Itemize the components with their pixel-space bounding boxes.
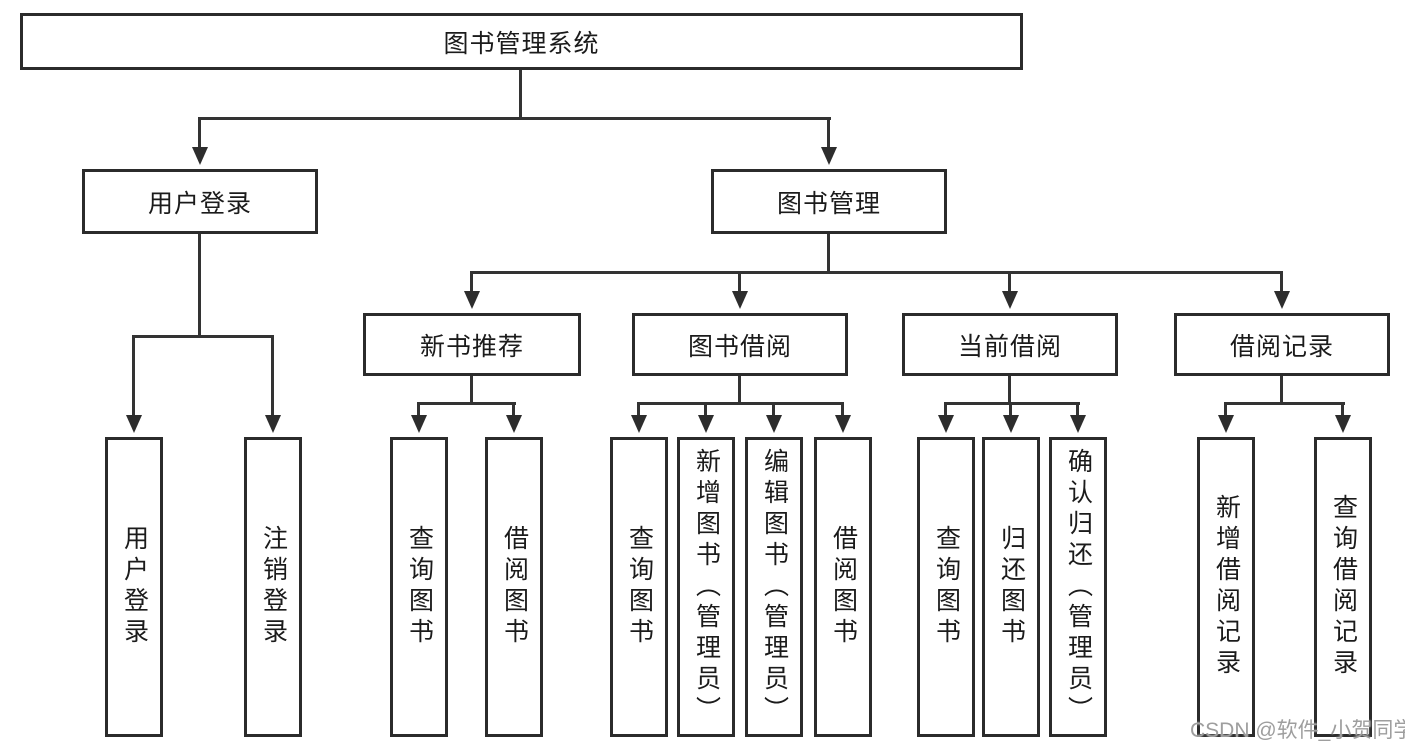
connector-current-borrow-stem xyxy=(1008,376,1011,404)
leaf-confirm-return-admin: 确认归还（管理员） xyxy=(1049,437,1107,737)
leaf-borrow-books: 借阅图书 xyxy=(814,437,872,737)
connector-to-leaf xyxy=(132,335,135,417)
connector-to-leaf xyxy=(1341,402,1344,417)
connector-to-leaf xyxy=(1009,402,1012,417)
leaf-add-borrow-record: 新增借阅记录 xyxy=(1197,437,1255,737)
connector-book-mgmt-bar xyxy=(470,271,1282,274)
leaf-query-books-borrow: 查询图书 xyxy=(610,437,668,737)
connector-to-leaf xyxy=(637,402,640,417)
leaf-edit-books-admin: 编辑图书（管理员） xyxy=(745,437,803,737)
arrow-down-icon xyxy=(732,291,748,309)
connector-book-borrow-bar xyxy=(637,402,844,405)
node-book-borrow: 图书借阅 xyxy=(632,313,848,376)
arrow-down-icon xyxy=(1003,415,1019,433)
connector-to-module xyxy=(738,271,741,293)
arrow-down-icon xyxy=(265,415,281,433)
arrow-down-icon xyxy=(411,415,427,433)
node-new-book-recommend: 新书推荐 xyxy=(363,313,581,376)
connector-to-module xyxy=(470,271,473,293)
connector-to-leaf xyxy=(944,402,947,417)
connector-to-leaf xyxy=(1076,402,1079,417)
arrow-down-icon xyxy=(1218,415,1234,433)
arrow-down-icon xyxy=(464,291,480,309)
arrow-down-icon xyxy=(766,415,782,433)
node-borrow-records: 借阅记录 xyxy=(1174,313,1390,376)
leaf-query-books-recommend: 查询图书 xyxy=(390,437,448,737)
node-book-management: 图书管理 xyxy=(711,169,947,234)
connector-new-book-bar xyxy=(417,402,516,405)
leaf-borrow-books-recommend: 借阅图书 xyxy=(485,437,543,737)
csdn-watermark: CSDN @软件_小贺同学 xyxy=(1190,719,1405,742)
connector-to-user-login xyxy=(198,117,201,149)
arrow-down-icon xyxy=(835,415,851,433)
connector-to-leaf xyxy=(271,335,274,417)
connector-book-borrow-stem xyxy=(738,376,741,404)
node-current-borrow: 当前借阅 xyxy=(902,313,1118,376)
connector-to-module xyxy=(1008,271,1011,293)
connector-root-stem xyxy=(519,70,522,119)
leaf-query-borrow-record: 查询借阅记录 xyxy=(1314,437,1372,737)
arrow-down-icon xyxy=(698,415,714,433)
connector-to-leaf xyxy=(417,402,420,417)
connector-to-book-mgmt xyxy=(827,117,830,149)
leaf-add-books-admin: 新增图书（管理员） xyxy=(677,437,735,737)
arrow-down-icon xyxy=(1335,415,1351,433)
connector-book-mgmt-stem xyxy=(827,234,830,273)
arrow-down-icon xyxy=(192,147,208,165)
connector-borrow-record-stem xyxy=(1280,376,1283,404)
connector-to-leaf xyxy=(772,402,775,417)
connector-current-borrow-bar xyxy=(944,402,1080,405)
leaf-return-books: 归还图书 xyxy=(982,437,1040,737)
connector-to-leaf xyxy=(1224,402,1227,417)
connector-user-login-stem xyxy=(198,234,201,337)
node-root: 图书管理系统 xyxy=(20,13,1023,70)
leaf-user-login: 用户登录 xyxy=(105,437,163,737)
arrow-down-icon xyxy=(938,415,954,433)
connector-root-bar xyxy=(198,117,831,120)
connector-to-leaf xyxy=(704,402,707,417)
arrow-down-icon xyxy=(821,147,837,165)
arrow-down-icon xyxy=(506,415,522,433)
arrow-down-icon xyxy=(126,415,142,433)
arrow-down-icon xyxy=(1002,291,1018,309)
connector-user-login-bar xyxy=(132,335,273,338)
connector-to-module xyxy=(1280,271,1283,293)
leaf-query-books-current: 查询图书 xyxy=(917,437,975,737)
connector-to-leaf xyxy=(841,402,844,417)
connector-new-book-stem xyxy=(470,376,473,404)
connector-to-leaf xyxy=(512,402,515,417)
leaf-logout: 注销登录 xyxy=(244,437,302,737)
arrow-down-icon xyxy=(1274,291,1290,309)
connector-borrow-record-bar xyxy=(1224,402,1345,405)
arrow-down-icon xyxy=(631,415,647,433)
node-user-login: 用户登录 xyxy=(82,169,318,234)
arrow-down-icon xyxy=(1070,415,1086,433)
